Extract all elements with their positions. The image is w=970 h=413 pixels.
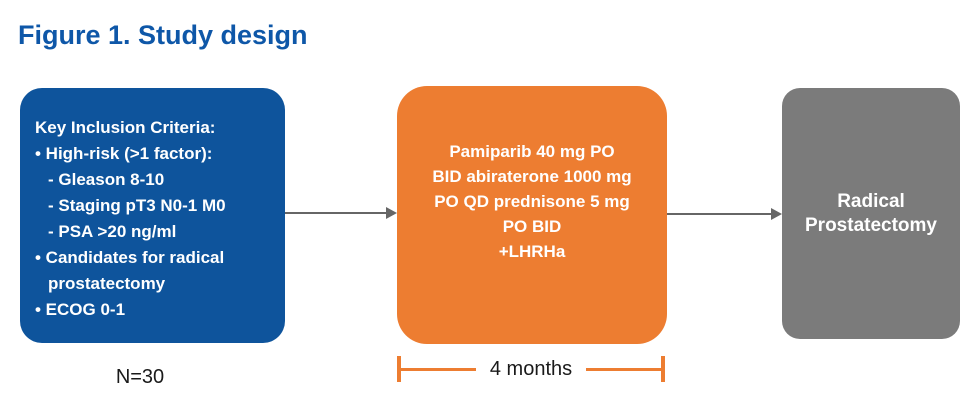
inclusion-criteria-list: • High-risk (>1 factor): - Gleason 8-10 - … (35, 141, 273, 323)
inclusion-criteria-line: prostatectomy (48, 274, 166, 293)
arrow-head-icon (386, 207, 397, 219)
treatment-line: PO QD prednisone 5 mg (434, 191, 630, 211)
sample-size-label: N=30 (115, 366, 165, 388)
outcome-line: Radical (837, 190, 905, 212)
bracket-right-line (586, 367, 662, 371)
inclusion-criteria-line: • Candidates for radical (35, 248, 225, 267)
bracket-left-line (401, 367, 476, 371)
arrow-head-icon (771, 208, 782, 220)
treatment-line: BID abiraterone 1000 mg (432, 166, 632, 186)
duration-bracket: 4 months (397, 356, 666, 382)
bracket-left-cap (397, 356, 401, 382)
figure-title: Figure 1. Study design (18, 20, 308, 50)
inclusion-criteria-line: - Staging pT3 N0-1 M0 (48, 196, 226, 215)
inclusion-criteria-box: Key Inclusion Criteria: • High-risk (>1 … (20, 88, 285, 343)
bracket-right-cap (661, 356, 666, 382)
inclusion-criteria-heading: Key Inclusion Criteria: (35, 118, 216, 137)
treatment-box: Pamiparib 40 mg PO BID abiraterone 1000 m… (397, 86, 667, 344)
treatment-line: +LHRHa (498, 241, 566, 261)
arrow-line (285, 212, 387, 214)
treatment-text: Pamiparib 40 mg PO BID abiraterone 1000 m… (432, 139, 631, 264)
treatment-line: PO BID (502, 216, 562, 236)
outcome-line: Prostatectomy (805, 214, 937, 236)
inclusion-criteria-line: • High-risk (>1 factor): (35, 144, 213, 163)
treatment-line: Pamiparib 40 mg PO (449, 141, 615, 161)
duration-label: 4 months (489, 357, 573, 380)
inclusion-criteria-line: • ECOG 0-1 (35, 300, 126, 319)
inclusion-criteria-line: - PSA >20 ng/ml (48, 222, 177, 241)
inclusion-criteria-line: - Gleason 8-10 (48, 170, 165, 189)
arrow-line (667, 213, 772, 215)
